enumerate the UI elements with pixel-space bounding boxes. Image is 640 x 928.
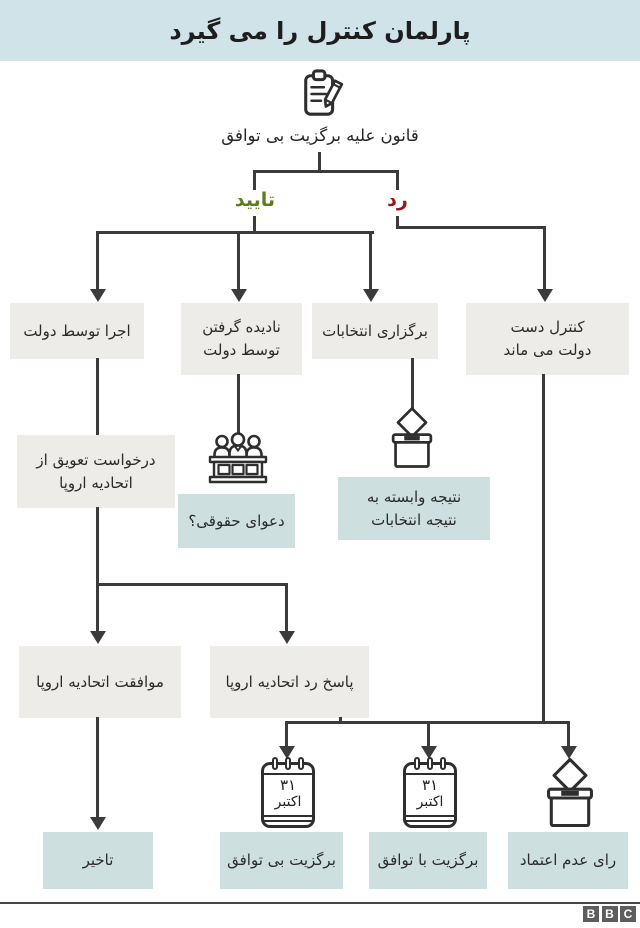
- node-ignore: نادیده گرفتن توسط دولت: [181, 303, 302, 375]
- arrowhead-ignore: [230, 289, 247, 302]
- title-band: پارلمان کنترل را می گیرد: [0, 0, 640, 61]
- calendar-ring: [427, 757, 433, 770]
- connector-top-split: [253, 170, 399, 173]
- arrowhead-eu-reject: [278, 631, 295, 644]
- node-eu-agree: موافقت اتحادیه اروپا: [19, 646, 181, 718]
- arrowhead-no-confidence: [560, 746, 577, 759]
- branch-label-approve: تایید: [234, 189, 276, 211]
- arrowhead-delay: [89, 817, 106, 830]
- connector-to-no-deal: [285, 721, 288, 748]
- connector-to-ignore: [237, 231, 240, 291]
- bbc-logo: B B C: [583, 906, 636, 922]
- node-legal-case: دعوای حقوقی؟: [178, 494, 295, 548]
- calendar-month: اکتبر: [416, 794, 444, 810]
- node-eu-reject: پاسخ رد اتحادیه اروپا: [210, 646, 369, 718]
- arrowhead-control-stays: [536, 289, 553, 302]
- node-brexit-with-deal: برگزیت با توافق: [369, 832, 487, 889]
- clipboard-pencil-icon: [304, 69, 344, 116]
- ballot-box-icon: [391, 407, 433, 468]
- calendar-day: ۳۱: [421, 776, 439, 794]
- calendar-ring: [272, 757, 278, 770]
- connector-to-no-confidence: [567, 721, 570, 748]
- connector-approve-lower: [253, 216, 256, 234]
- connector-approve-split: [96, 231, 374, 234]
- node-result-depends: نتیجه وابسته به نتیجه انتخابات: [338, 477, 490, 540]
- node-no-confidence-vote: رای عدم اعتماد: [508, 832, 628, 889]
- footer-divider: [0, 902, 640, 904]
- connector-reject-lower: [396, 216, 399, 229]
- connector-request-delay-down: [96, 507, 99, 586]
- calendar-ring: [298, 757, 304, 770]
- connector-root-stub: [318, 152, 321, 171]
- arrowhead-no-deal: [278, 746, 295, 759]
- connector-eu-reject-down: [339, 717, 342, 724]
- arrowhead-election: [362, 289, 379, 302]
- calendar-ring: [285, 757, 291, 770]
- node-request-delay: درخواست تعویق از اتحادیه اروپا: [17, 435, 175, 508]
- connector-election-down: [411, 358, 414, 409]
- calendar-day: ۳۱: [279, 776, 297, 794]
- calendar-icon: ۳۱ اکتبر: [261, 757, 315, 828]
- calendar-ring: [414, 757, 420, 770]
- connector-control-stays-down: [542, 374, 545, 724]
- connector-implement-down: [96, 358, 99, 437]
- connector-to-delay: [96, 717, 99, 819]
- ballot-box-icon: [547, 757, 593, 828]
- page-title: پارلمان کنترل را می گیرد: [169, 16, 471, 45]
- calendar-ring: [440, 757, 446, 770]
- node-no-deal-brexit: برگزیت بی توافق: [220, 832, 343, 889]
- connector-to-with-deal: [427, 721, 430, 748]
- node-control-stays: کنترل دست دولت می ماند: [466, 303, 629, 375]
- connector-to-control-stays: [543, 226, 546, 291]
- connector-eu-split: [96, 583, 288, 586]
- node-implement: اجرا توسط دولت: [10, 303, 144, 359]
- bbc-logo-block: C: [620, 906, 636, 922]
- connector-to-implement: [96, 231, 99, 291]
- connector-to-eu-agree: [96, 583, 99, 633]
- connector-reject-horizontal: [396, 226, 546, 229]
- connector-reject-upper: [396, 170, 399, 190]
- branch-label-reject: رد: [387, 189, 408, 211]
- arrowhead-with-deal: [420, 746, 437, 759]
- bbc-logo-block: B: [583, 906, 599, 922]
- root-node-label: قانون علیه برگزیت بی توافق: [221, 126, 419, 145]
- connector-to-election: [369, 231, 372, 291]
- arrowhead-implement: [89, 289, 106, 302]
- court-bench-icon: [208, 432, 268, 484]
- node-election: برگزاری انتخابات: [312, 303, 438, 359]
- calendar-icon: ۳۱ اکتبر: [403, 757, 457, 828]
- arrowhead-eu-agree: [89, 631, 106, 644]
- bbc-logo-block: B: [601, 906, 618, 922]
- node-delay: تاخیر: [43, 832, 153, 889]
- connector-to-eu-reject: [285, 583, 288, 633]
- connector-approve-upper: [253, 170, 256, 190]
- calendar-month: اکتبر: [274, 794, 302, 810]
- connector-ignore-down: [237, 374, 240, 433]
